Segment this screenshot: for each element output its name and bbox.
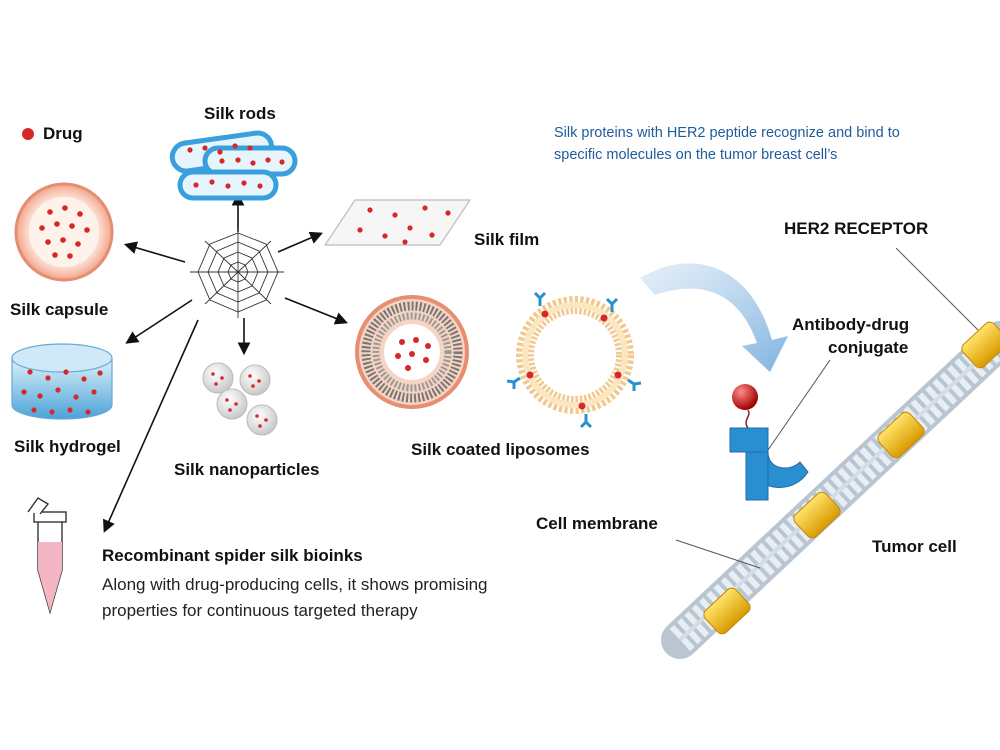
silk-nanoparticles-label: Silk nanoparticles (174, 460, 320, 479)
antibody-label-line2: conjugate (828, 338, 909, 357)
spider-web-icon (190, 228, 284, 318)
format-arrows (103, 192, 348, 533)
silk-liposome-cross-section-icon (355, 295, 469, 409)
her2-receptor-label: HER2 RECEPTOR (784, 219, 929, 238)
her2-receptors (703, 321, 1000, 635)
silk-hydrogel-icon (11, 343, 113, 420)
silk-hydrogel-label: Silk hydrogel (14, 437, 121, 456)
antibody-liposome-icon (506, 291, 642, 429)
drug-legend-icon (22, 128, 34, 140)
targeting-note-line1: Silk proteins with HER2 peptide recogniz… (554, 125, 900, 141)
silk-capsule-icon (14, 182, 114, 282)
silk-rods-label: Silk rods (204, 104, 276, 123)
silk-nanoparticles-icon (202, 362, 278, 436)
antibody-drug-conjugate-icon (729, 384, 809, 501)
bioinks-description-line2: properties for continuous targeted thera… (102, 601, 418, 620)
antibody-label-line1: Antibody-drug (792, 315, 910, 334)
label-leader-lines (675, 247, 979, 569)
silk-liposomes-label: Silk coated liposomes (411, 440, 590, 459)
drug-legend-label: Drug (43, 124, 83, 143)
cell-membrane-label: Cell membrane (536, 514, 658, 533)
bioink-tube-icon (27, 497, 67, 615)
silk-rods-icon (169, 130, 298, 201)
silk-film-label: Silk film (474, 230, 540, 249)
bioinks-description-line1: Along with drug-producing cells, it show… (102, 575, 488, 594)
silk-capsule-label: Silk capsule (10, 300, 109, 319)
tumor-cell-label: Tumor cell (872, 537, 957, 556)
bioinks-title: Recombinant spider silk bioinks (102, 546, 363, 565)
silk-film-icon (323, 199, 472, 246)
binding-curved-arrow (640, 263, 788, 372)
targeting-note-line2: specific molecules on the tumor breast c… (554, 147, 838, 163)
